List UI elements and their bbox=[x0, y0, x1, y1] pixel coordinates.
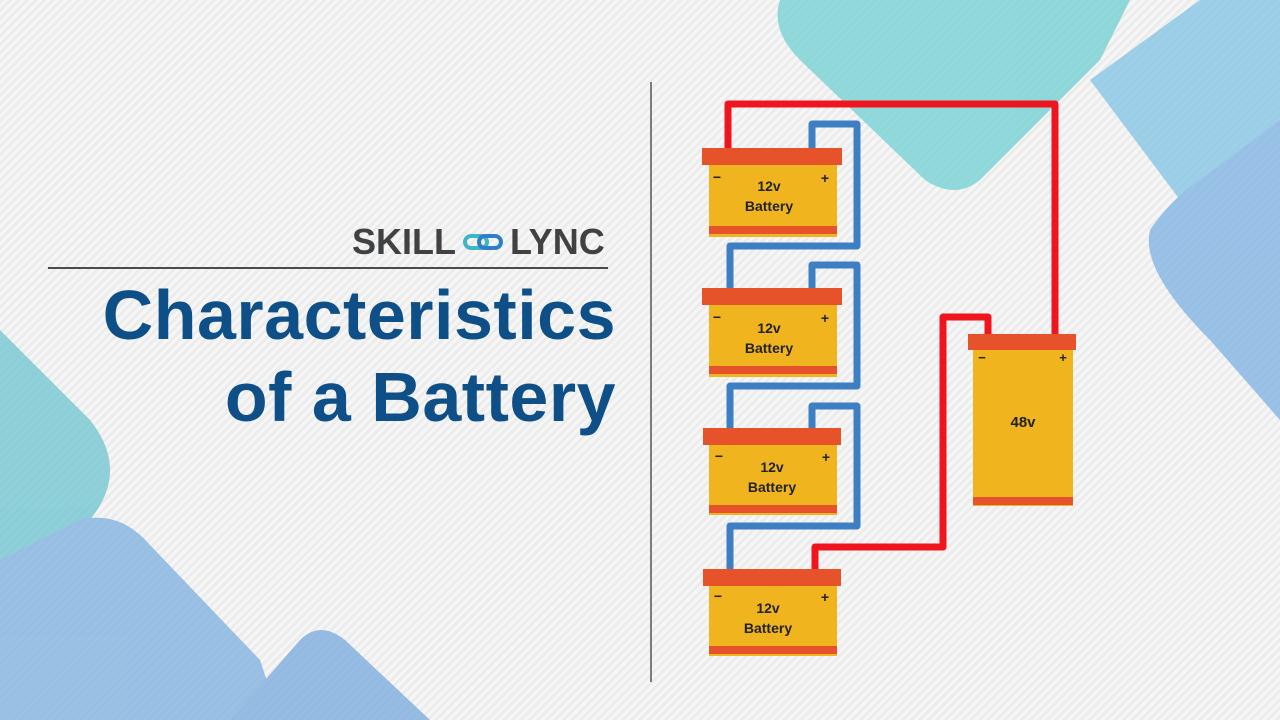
battery-2: − + 12v Battery bbox=[702, 288, 842, 377]
negative-wire bbox=[811, 313, 992, 572]
title-line-1: Characteristics bbox=[102, 276, 616, 354]
series-link-3 bbox=[726, 402, 861, 572]
battery-2-plus: + bbox=[821, 310, 829, 326]
vertical-separator bbox=[650, 82, 652, 682]
positive-wire bbox=[724, 100, 1059, 336]
battery-1-plus: + bbox=[821, 170, 829, 186]
pack-voltage: 48v bbox=[1010, 414, 1036, 431]
battery-4: − + 12v Battery bbox=[703, 569, 841, 656]
battery-3-minus: − bbox=[715, 448, 723, 464]
brand-name-right: LYNC bbox=[510, 221, 605, 262]
battery-2-minus: − bbox=[713, 309, 721, 325]
brand-name-left: SKILL bbox=[352, 221, 456, 262]
battery-3: − + 12v Battery bbox=[703, 428, 841, 515]
battery-3-label: Battery bbox=[748, 479, 796, 495]
title-line-2: of a Battery bbox=[224, 358, 616, 436]
battery-2-voltage: 12v bbox=[757, 320, 781, 336]
battery-4-plus: + bbox=[821, 589, 829, 605]
battery-4-voltage: 12v bbox=[756, 600, 780, 616]
battery-pack-48v: − + 48v bbox=[968, 334, 1076, 506]
battery-1-voltage: 12v bbox=[757, 178, 781, 194]
pack-minus: − bbox=[978, 350, 986, 365]
chain-link-icon bbox=[463, 234, 503, 250]
battery-1: − + 12v Battery bbox=[702, 148, 842, 237]
series-link-1 bbox=[726, 120, 861, 288]
battery-3-plus: + bbox=[822, 449, 830, 465]
series-link-2 bbox=[726, 261, 861, 430]
battery-4-minus: − bbox=[714, 588, 722, 604]
page-title: Characteristics of a Battery bbox=[103, 274, 616, 438]
battery-1-minus: − bbox=[713, 169, 721, 185]
title-underline bbox=[48, 267, 608, 269]
battery-2-label: Battery bbox=[745, 340, 793, 356]
brand-logo: SKILL LYNC bbox=[352, 220, 612, 264]
battery-4-label: Battery bbox=[744, 620, 792, 636]
pack-plus: + bbox=[1059, 350, 1067, 365]
battery-1-label: Battery bbox=[745, 198, 793, 214]
battery-3-voltage: 12v bbox=[760, 459, 784, 475]
